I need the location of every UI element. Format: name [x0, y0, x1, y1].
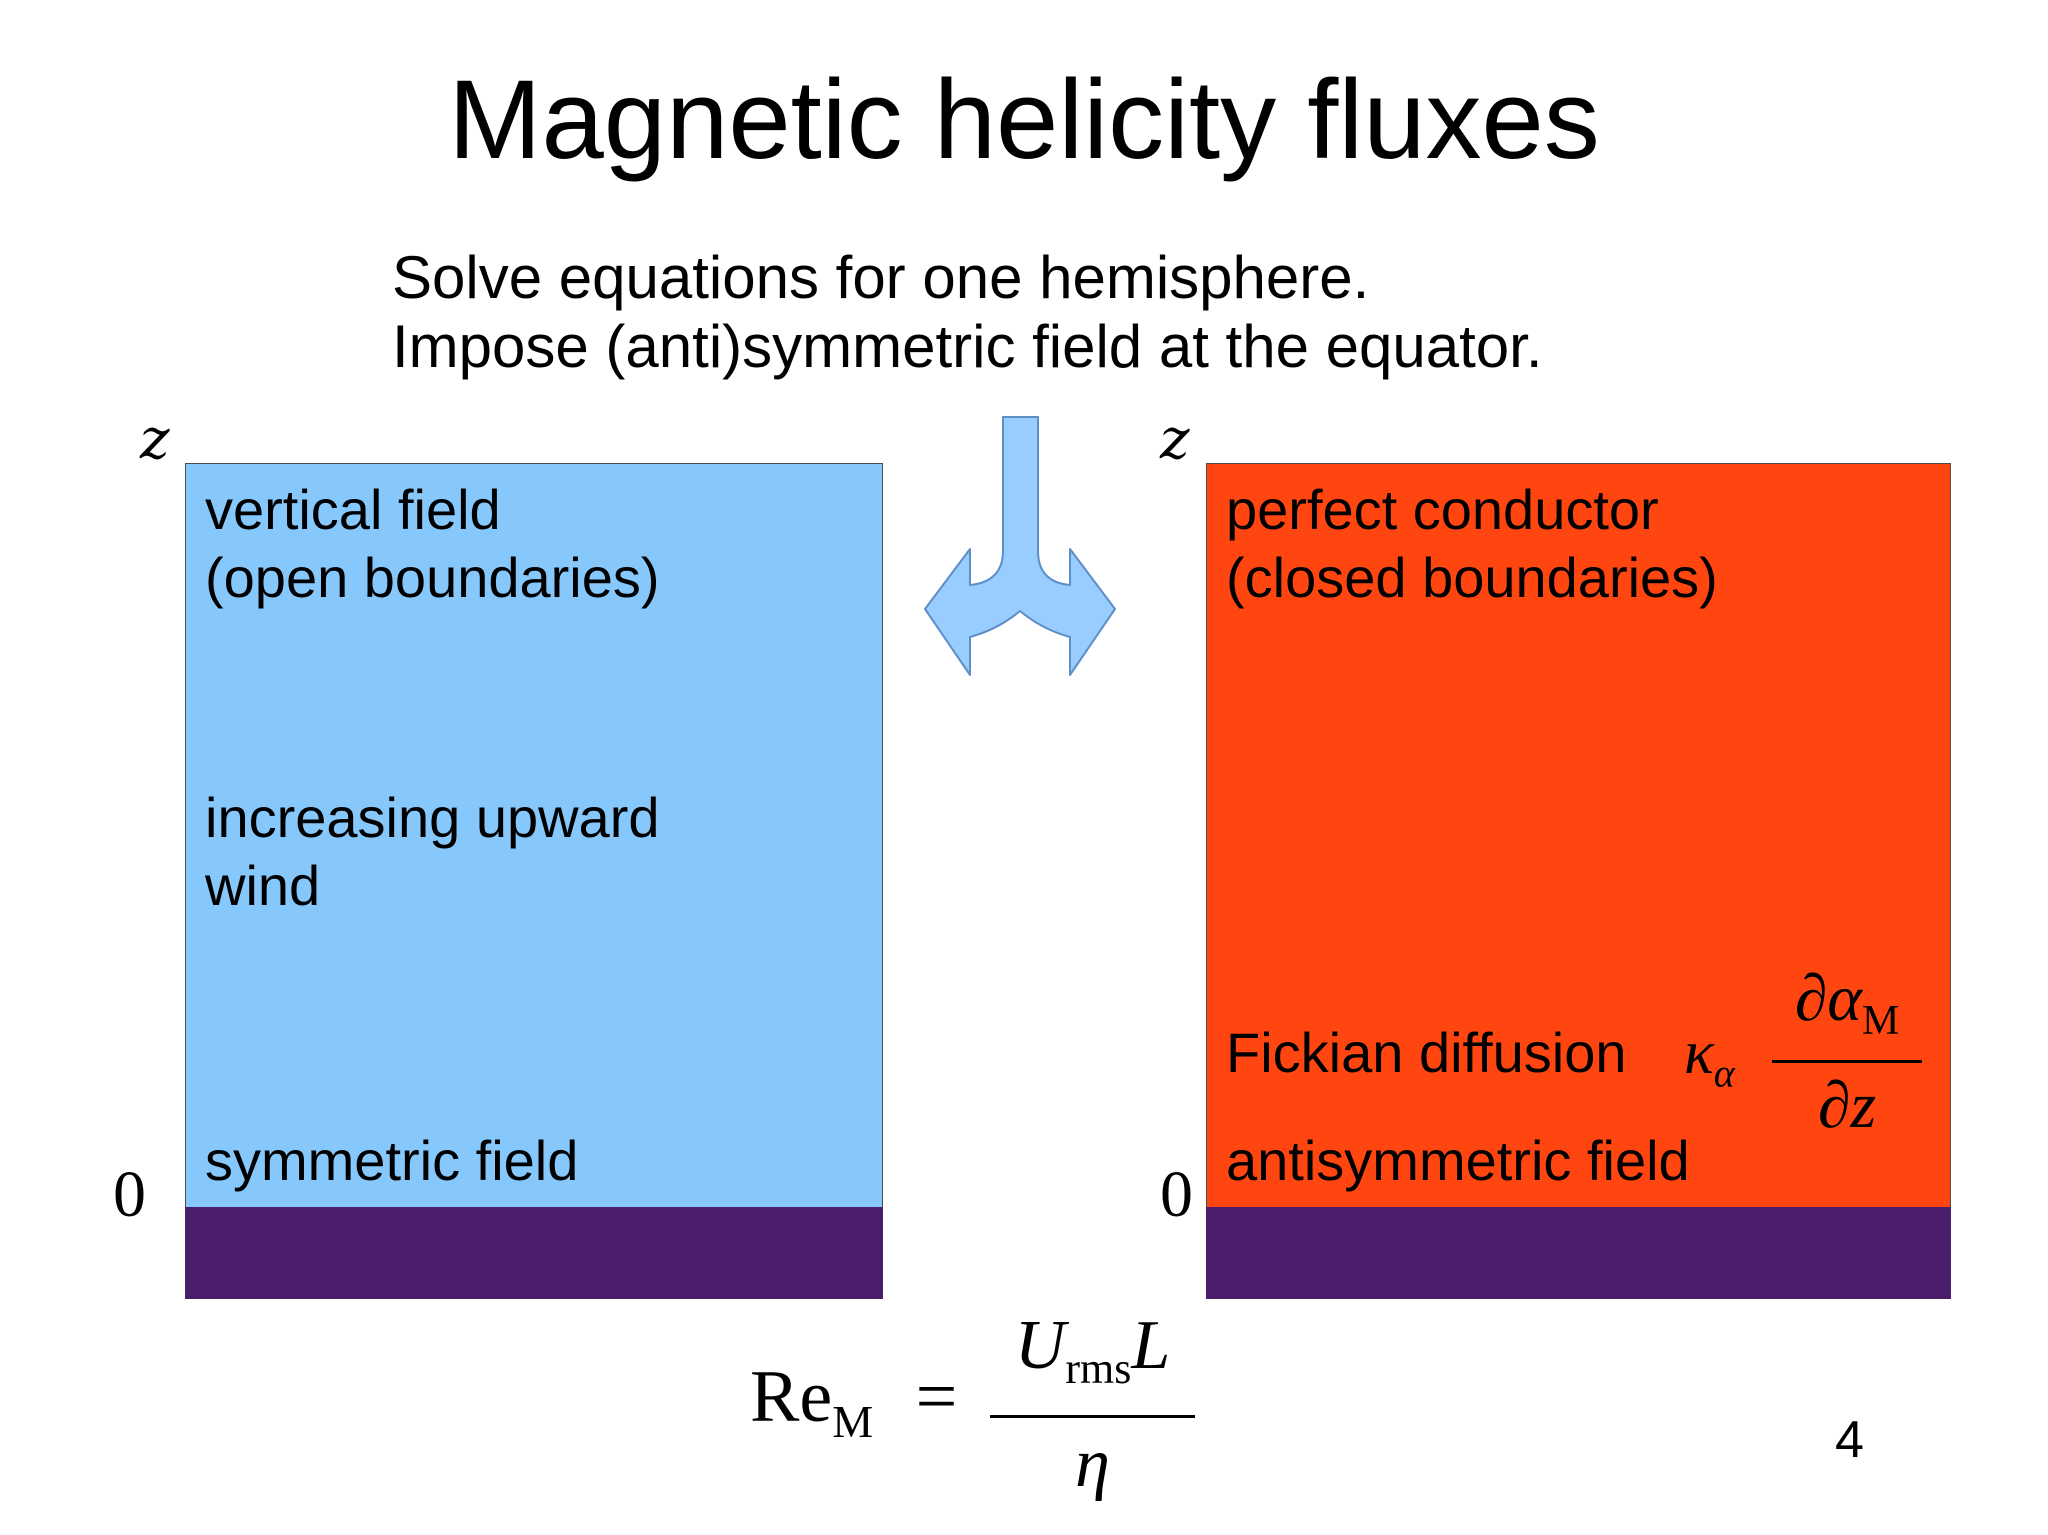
equation-numerator: UrmsL — [990, 1308, 1195, 1407]
right-panel-bottom-text: antisymmetric field — [1226, 1129, 1690, 1192]
equation-fraction: UrmsL η — [990, 1308, 1195, 1502]
subtitle: Solve equations for one hemisphere. Impo… — [392, 243, 1543, 381]
page-number: 4 — [1835, 1411, 1864, 1469]
right-top-line-2: (closed boundaries) — [1226, 546, 1718, 609]
left-panel-bottom-text: symmetric field — [205, 1129, 579, 1192]
left-panel-open-boundaries: vertical field (open boundaries) increas… — [185, 463, 883, 1299]
fickian-fraction-bar — [1772, 1060, 1922, 1064]
left-middle-line-1: increasing upward — [205, 786, 660, 849]
equation-equals: = — [915, 1356, 958, 1438]
left-panel-middle-text: increasing upward wind — [205, 784, 659, 920]
equation-fraction-bar — [990, 1415, 1195, 1418]
kappa-subscript: α — [1713, 1050, 1735, 1096]
fickian-denominator: ∂z — [1817, 1069, 1877, 1143]
numerator-symbol: ∂α — [1794, 962, 1862, 1035]
equation-denominator: η — [1075, 1425, 1110, 1502]
subtitle-line-2: Impose (anti)symmetric field at the equa… — [392, 313, 1543, 380]
left-middle-line-2: wind — [205, 854, 321, 917]
left-equator-floor — [185, 1207, 883, 1299]
right-axis-zero-label: 0 — [1160, 1158, 1193, 1231]
subtitle-line-1: Solve equations for one hemisphere. — [392, 244, 1370, 311]
split-arrow-icon — [924, 416, 1116, 676]
left-panel-top-text: vertical field (open boundaries) — [205, 476, 660, 612]
numerator-rms: rms — [1065, 1344, 1132, 1393]
left-axis-z-label: z — [140, 407, 170, 472]
page-title: Magnetic helicity fluxes — [448, 57, 1600, 182]
equation-re: Re — [750, 1356, 833, 1438]
right-top-line-1: perfect conductor — [1226, 478, 1659, 541]
fickian-numerator: ∂αM — [1772, 962, 1922, 1058]
right-panel-top-text: perfect conductor (closed boundaries) — [1226, 476, 1718, 612]
numerator-u: U — [1014, 1307, 1066, 1384]
kappa-symbol: κ — [1684, 1019, 1714, 1087]
right-panel-closed-boundaries: perfect conductor (closed boundaries) Fi… — [1206, 463, 1951, 1299]
left-top-line-2: (open boundaries) — [205, 546, 660, 609]
left-axis-zero-label: 0 — [113, 1158, 146, 1231]
fickian-fraction: ∂αM ∂z — [1772, 962, 1922, 1143]
left-top-line-1: vertical field — [205, 478, 501, 541]
numerator-subscript: M — [1861, 998, 1900, 1045]
equation-lhs: ReM = — [750, 1355, 957, 1464]
right-axis-z-label: z — [1160, 407, 1190, 472]
fickian-diffusion-label: Fickian diffusion — [1226, 1021, 1627, 1084]
numerator-l: L — [1131, 1307, 1171, 1384]
equation-re-subscript: M — [832, 1395, 874, 1447]
fickian-kappa: κα — [1684, 1019, 1735, 1107]
right-equator-floor — [1206, 1207, 1951, 1299]
